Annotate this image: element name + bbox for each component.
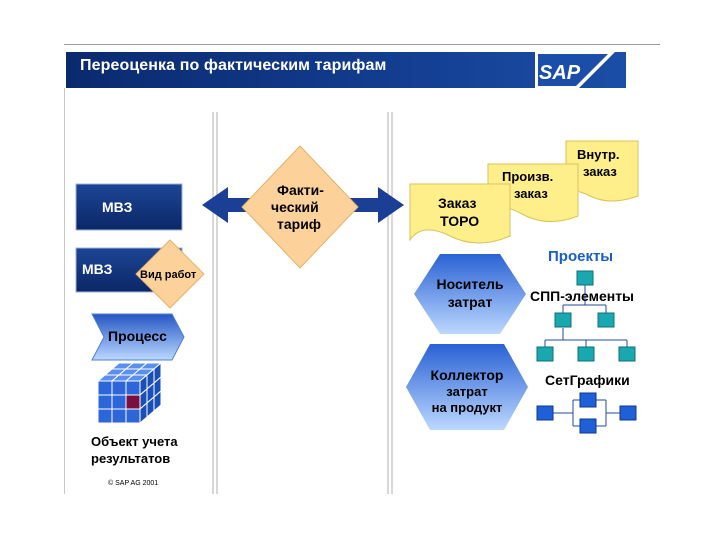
networks-label: СетГрафики bbox=[545, 372, 630, 388]
order-prod-label-1: Произв. bbox=[502, 169, 554, 184]
network-node-4 bbox=[619, 405, 637, 421]
wbs-node-level2-right bbox=[597, 312, 615, 328]
mvz-label-1: МВЗ bbox=[102, 199, 133, 215]
copyright-text: © SAP AG 2001 bbox=[108, 480, 159, 487]
product-collector-label-1: Коллектор bbox=[430, 367, 504, 383]
sap-logo: SAP bbox=[535, 52, 615, 88]
top-rule bbox=[64, 44, 660, 45]
cube-front-cell bbox=[111, 380, 127, 396]
cube-front-cell bbox=[125, 380, 141, 396]
order-toro-label-2: ТОРО bbox=[440, 213, 480, 229]
projects-label: Проекты bbox=[548, 248, 614, 265]
order-toro-label-1: Заказ bbox=[438, 195, 477, 211]
cube-front-cell bbox=[111, 408, 127, 424]
results-object-label-2: результатов bbox=[91, 451, 171, 466]
process-shape bbox=[91, 313, 185, 361]
actual-rate-label-1: Факти- bbox=[277, 182, 324, 198]
product-collector-label-2: затрат bbox=[446, 384, 488, 399]
wbs-tree bbox=[536, 270, 636, 362]
cube-front-cell bbox=[97, 394, 113, 410]
sap-logo-text: SAP bbox=[539, 62, 581, 84]
cube-side-cell bbox=[153, 389, 162, 413]
wbs-node-root bbox=[576, 270, 594, 286]
wbs-node-level3-b bbox=[577, 346, 595, 362]
cube-front-cell bbox=[97, 380, 113, 396]
results-object-label-1: Объект учета bbox=[91, 434, 178, 449]
network-node-1 bbox=[536, 405, 554, 421]
wbs-node-level3-a bbox=[536, 346, 554, 362]
network-node-2 bbox=[579, 392, 597, 408]
actual-rate-label-2: ческий bbox=[271, 199, 319, 215]
cube-front-cell bbox=[125, 408, 141, 424]
product-collector-hexagon bbox=[406, 344, 528, 430]
order-prod-label-2: заказ bbox=[514, 186, 548, 201]
cost-object-label-2: затрат bbox=[447, 294, 493, 310]
product-collector-label-3: на продукт bbox=[431, 400, 503, 415]
cost-object-label-1: Носитель bbox=[436, 276, 504, 292]
left-rule bbox=[64, 88, 65, 494]
page-title: Переоценка по фактическим тарифам bbox=[80, 57, 387, 74]
wbs-elements-label: СПП-элементы bbox=[530, 288, 635, 304]
wbs-node-level2-left bbox=[554, 312, 572, 328]
activity-type-label: Вид работ bbox=[140, 269, 197, 281]
header-bar bbox=[66, 52, 626, 88]
results-cube-icon bbox=[96, 361, 163, 425]
order-internal-label-1: Внутр. bbox=[577, 147, 620, 162]
wbs-node-level3-c bbox=[618, 346, 636, 362]
mvz-label-2: МВЗ bbox=[82, 261, 113, 277]
cube-front-cell bbox=[111, 394, 127, 410]
process-label: Процесс bbox=[108, 328, 167, 344]
cost-object-hexagon bbox=[414, 254, 526, 334]
activity-type-diamond bbox=[135, 239, 205, 309]
separator-left bbox=[212, 112, 218, 494]
actual-rate-label-3: тариф bbox=[277, 216, 322, 232]
actual-rate-diamond bbox=[241, 145, 359, 269]
cube-front-cell bbox=[97, 408, 113, 424]
network-node-3 bbox=[579, 418, 597, 434]
order-toro-doc bbox=[409, 183, 511, 244]
cube-front-cell bbox=[125, 394, 141, 410]
separator-right bbox=[387, 112, 393, 494]
mvz-box-1 bbox=[75, 183, 183, 231]
order-internal-label-2: заказ bbox=[583, 164, 617, 179]
network-graph bbox=[536, 392, 637, 434]
